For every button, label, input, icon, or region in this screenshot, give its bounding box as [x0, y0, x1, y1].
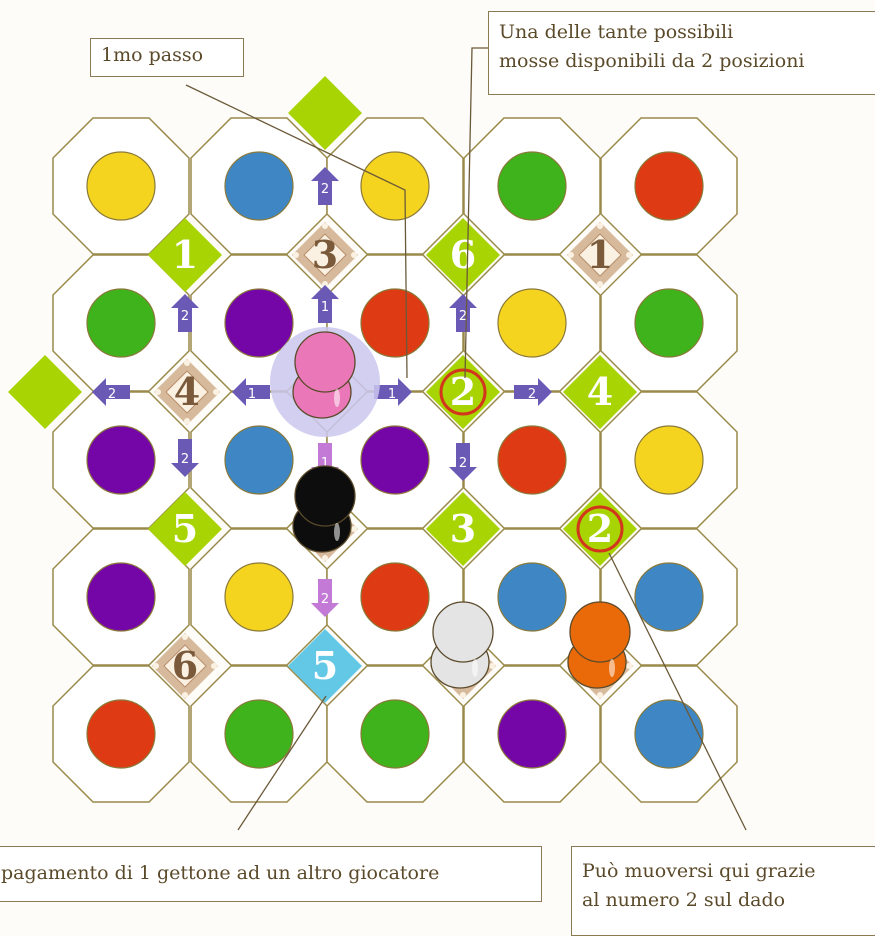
arrow-step-label: 2 — [321, 592, 329, 607]
diamond-number: 4 — [587, 369, 613, 414]
yellow-circle — [87, 152, 155, 220]
tile-blue-r4c4[interactable] — [601, 666, 737, 802]
green-circle — [225, 700, 293, 768]
callout-possible-move: Una delle tante possibili mosse disponib… — [488, 11, 875, 95]
arrow-step-label: 1 — [248, 387, 256, 402]
purple-circle — [498, 700, 566, 768]
purple-circle — [361, 426, 429, 494]
tile-green-r4c1[interactable] — [191, 666, 327, 802]
arrow-step-label: 2 — [321, 182, 329, 197]
diamond-number: 1 — [172, 232, 198, 277]
white-pawn[interactable] — [431, 602, 493, 688]
tile-green-r0c3[interactable] — [464, 118, 600, 254]
pink-pawn[interactable] — [270, 327, 380, 437]
diamond-number: 5 — [312, 643, 338, 688]
blue-circle — [635, 563, 703, 631]
tile-red-r0c4[interactable] — [601, 118, 737, 254]
red-circle — [635, 152, 703, 220]
tile-green-r4c2[interactable] — [327, 666, 463, 802]
diamond-number: 1 — [587, 232, 613, 277]
arrow-step-label: 2 — [528, 387, 536, 402]
red-circle — [87, 700, 155, 768]
blue-circle — [225, 426, 293, 494]
red-circle — [361, 563, 429, 631]
arrow-step-label: 1 — [321, 300, 329, 315]
blue-circle — [225, 152, 293, 220]
arrow-step-label: 2 — [459, 456, 467, 471]
callout-possible-move-line1: Una delle tante possibili — [499, 18, 875, 47]
callout-possible-move-line2: mosse disponibili da 2 posizioni — [499, 47, 875, 76]
callout-first-step-text: 1mo passo — [101, 44, 203, 66]
arrow-step-label: 1 — [388, 387, 396, 402]
diamond-number: 6 — [172, 643, 198, 688]
yellow-circle — [361, 152, 429, 220]
tile-green-r1c4[interactable] — [601, 255, 737, 391]
tile-blue-r0c1[interactable] — [191, 118, 327, 254]
green-circle — [635, 289, 703, 357]
blue-circle — [498, 563, 566, 631]
blue-circle — [635, 700, 703, 768]
diamond-number: 3 — [312, 232, 338, 277]
callout-payment-text: pagamento di 1 gettone ad un altro gioca… — [1, 862, 439, 884]
tile-red-r4c0[interactable] — [53, 666, 189, 802]
tile-yellow-r0c0[interactable] — [53, 118, 189, 254]
green-circle — [87, 289, 155, 357]
yellow-circle — [635, 426, 703, 494]
red-circle — [498, 426, 566, 494]
arrow-step-label: 2 — [181, 309, 189, 324]
arrow-step-label: 2 — [181, 452, 189, 467]
black-pawn[interactable] — [293, 466, 355, 552]
callout-dice-line1: Può muoversi qui grazie — [582, 857, 875, 886]
arrow-step-label: 2 — [108, 387, 116, 402]
tile-purple-r2c0[interactable] — [53, 392, 189, 528]
purple-circle — [87, 426, 155, 494]
tile-purple-r4c3[interactable] — [464, 666, 600, 802]
diamond-number: 5 — [172, 506, 198, 551]
callout-payment: pagamento di 1 gettone ad un altro gioca… — [0, 846, 542, 902]
diamond-number: 4 — [174, 369, 200, 414]
tile-yellow-r0c2[interactable] — [327, 118, 463, 254]
yellow-circle — [498, 289, 566, 357]
diamond-number: 6 — [450, 232, 476, 277]
yellow-circle — [225, 563, 293, 631]
tile-yellow-r2c4[interactable] — [601, 392, 737, 528]
callout-dice: Può muoversi qui grazie al numero 2 sul … — [571, 846, 875, 936]
callout-dice-line2: al numero 2 sul dado — [582, 886, 875, 915]
orange-pawn[interactable] — [568, 602, 630, 688]
diamond-number: 2 — [587, 506, 613, 551]
tile-layer — [53, 118, 737, 802]
tile-yellow-r3c1[interactable] — [191, 529, 327, 665]
green-circle — [361, 700, 429, 768]
callout-first-step: 1mo passo — [90, 38, 244, 77]
diamond-number: 2 — [450, 369, 476, 414]
diamond-number: 3 — [450, 506, 476, 551]
tile-red-r2c3[interactable] — [464, 392, 600, 528]
purple-circle — [87, 563, 155, 631]
green-circle — [498, 152, 566, 220]
red-circle — [361, 289, 429, 357]
tile-yellow-r1c3[interactable] — [464, 255, 600, 391]
